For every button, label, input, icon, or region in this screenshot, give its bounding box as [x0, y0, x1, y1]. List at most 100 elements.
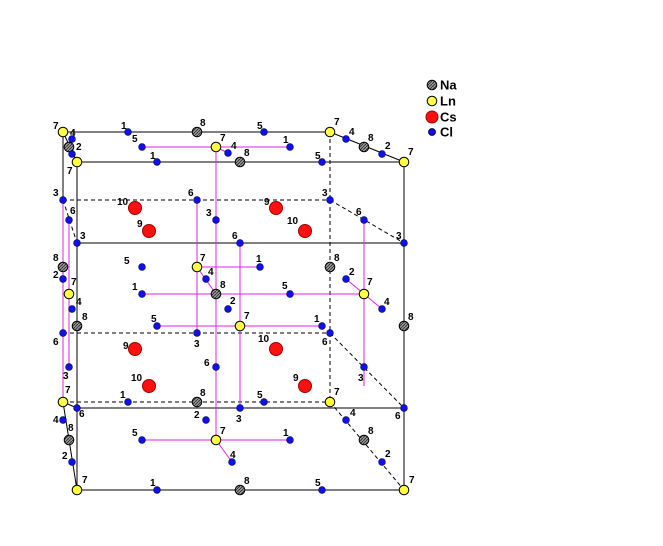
- cl-atom: 4: [342, 127, 355, 143]
- cl-atom: 1: [283, 135, 294, 151]
- atom-label: 7: [334, 117, 340, 128]
- atom-label: 8: [68, 423, 74, 434]
- atom-label: 7: [65, 385, 71, 396]
- legend-marker: [425, 110, 439, 124]
- cl-atom: 2: [53, 270, 67, 283]
- atom-label: 8: [408, 312, 414, 323]
- cl-atom: 2: [378, 449, 391, 466]
- atom-label: 5: [151, 314, 157, 325]
- cl-atom: 3: [63, 363, 73, 382]
- atom-label: 2: [76, 142, 82, 153]
- na-atom: 8: [191, 388, 206, 408]
- atom-label: 4: [231, 141, 237, 152]
- legend-label: Cs: [440, 110, 457, 125]
- legend-label: Na: [440, 78, 457, 93]
- cl-atom: 6: [356, 207, 368, 224]
- cl-atom: 6: [204, 358, 220, 371]
- atom-label: 4: [384, 297, 390, 308]
- na-atom: 8: [234, 476, 250, 496]
- na-atom: 8: [191, 118, 206, 138]
- ln-atom: 7: [191, 253, 206, 273]
- na-atom: [63, 141, 75, 153]
- atom-label: 3: [396, 231, 402, 242]
- na-atom: 8: [234, 148, 250, 168]
- unit-cell-edges: [62, 131, 405, 491]
- legend-item-na: Na: [426, 78, 457, 93]
- atom-label: 1: [256, 254, 262, 265]
- cl-atom: 6: [188, 188, 201, 204]
- atom-label: 6: [322, 337, 328, 348]
- ln-atom: 7: [210, 133, 226, 153]
- cl-atom: 6: [73, 404, 85, 420]
- atom-label: 8: [244, 148, 250, 159]
- cl-atom: 2: [194, 410, 210, 424]
- cell-edge: [329, 401, 405, 491]
- cl-atom: 2: [62, 451, 76, 466]
- cl-atom: 4: [68, 297, 82, 313]
- legend-label: Ln: [440, 94, 456, 109]
- atom-label: 7: [244, 311, 250, 322]
- cs-atom: 10: [131, 373, 156, 393]
- atom-label: 2: [194, 410, 200, 421]
- atom-label: 2: [349, 267, 355, 278]
- na-atom: 8: [324, 253, 340, 273]
- atom-label: 10: [131, 373, 143, 384]
- atom-label: 10: [117, 197, 129, 208]
- cl-atom: 5: [124, 256, 146, 271]
- ln-atom: 7: [67, 156, 83, 177]
- atom-label: 5: [315, 151, 321, 162]
- cl-atom: 1: [120, 390, 132, 406]
- atom-label: 3: [206, 208, 212, 219]
- cl-atom: 4: [202, 267, 214, 283]
- atom-label: 7: [53, 121, 59, 132]
- legend-marker: [426, 95, 438, 107]
- cs-atom: 9: [123, 341, 142, 356]
- atom-label: 2: [230, 296, 236, 307]
- atom-label: 5: [124, 256, 130, 267]
- cs-atom: 9: [264, 197, 283, 215]
- cl-atom: 6: [65, 206, 76, 224]
- atom-label: 5: [282, 281, 288, 292]
- atom-label: 4: [349, 127, 355, 138]
- atom-label: 6: [53, 337, 59, 348]
- atom-label: 6: [70, 206, 76, 217]
- atom-label: 5: [257, 121, 263, 132]
- cl-atom: 4: [228, 450, 236, 466]
- atom-label: 5: [315, 478, 321, 489]
- cl-atom: 5: [257, 121, 268, 136]
- atom-label: 7: [409, 475, 415, 486]
- atom-label: 1: [121, 121, 127, 132]
- cs-atom: 10: [287, 216, 312, 238]
- atom-label: 9: [123, 341, 129, 352]
- cs-atom: 10: [117, 197, 142, 215]
- cl-atom: 1: [283, 428, 294, 444]
- atom-label: 9: [293, 373, 299, 384]
- atom-label: 9: [264, 197, 270, 208]
- cs-atom: 10: [258, 334, 283, 356]
- legend-item-cs: Cs: [425, 110, 457, 125]
- legend-label: Cl: [440, 125, 453, 140]
- cl-atom: 2: [342, 267, 355, 283]
- atom-label: 6: [188, 188, 194, 199]
- atom-label: 5: [257, 390, 263, 401]
- atom-label: 3: [194, 339, 200, 350]
- cl-atom: 5: [132, 428, 146, 444]
- atom-label: 8: [244, 476, 250, 487]
- ln-atom: 7: [398, 147, 414, 168]
- atom-label: 2: [62, 451, 68, 462]
- atom-label: 2: [53, 270, 59, 281]
- cl-atom: 4: [342, 408, 356, 424]
- cl-atom: 1: [150, 478, 161, 494]
- cl-atom: 2: [224, 296, 236, 313]
- atom-label: 1: [314, 314, 320, 325]
- atom-label: 8: [53, 253, 59, 264]
- atom-label: 8: [200, 388, 206, 399]
- cl-atom: 6: [232, 231, 244, 247]
- cell-edge: [329, 332, 405, 409]
- cs-atom: 9: [137, 219, 156, 238]
- atom-label: 8: [200, 118, 206, 129]
- ln-atom: 7: [210, 426, 226, 446]
- na-atom: 8: [53, 253, 69, 273]
